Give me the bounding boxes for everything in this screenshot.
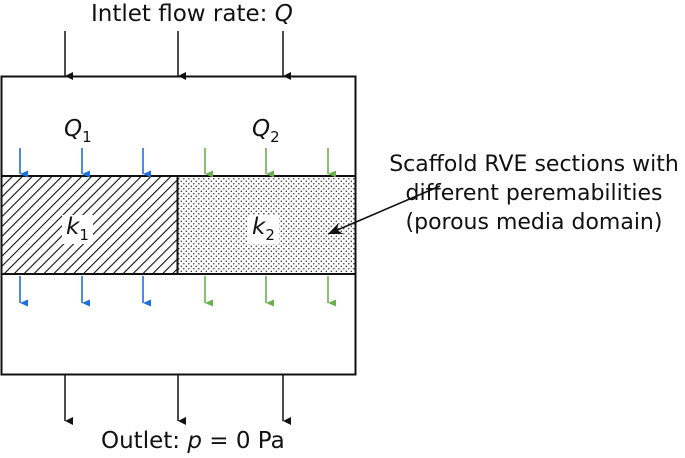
porous-media-callout: Scaffold RVE sections with different per…	[384, 150, 684, 237]
callout-line-2: different peremabilities	[405, 181, 663, 207]
k1-label: k1	[62, 215, 93, 244]
q1-label: Q1	[64, 116, 92, 146]
k2-label: k2	[248, 215, 279, 244]
callout-arrow	[327, 185, 441, 235]
outlet-label: Outlet: p = 0 Pa	[101, 428, 285, 454]
callout-line-1: Scaffold RVE sections with	[389, 152, 679, 177]
callout-line-3: (porous media domain)	[405, 210, 663, 236]
q2-label: Q2	[252, 116, 280, 146]
inlet-flow-label: Intlet flow rate: Q	[91, 1, 293, 27]
